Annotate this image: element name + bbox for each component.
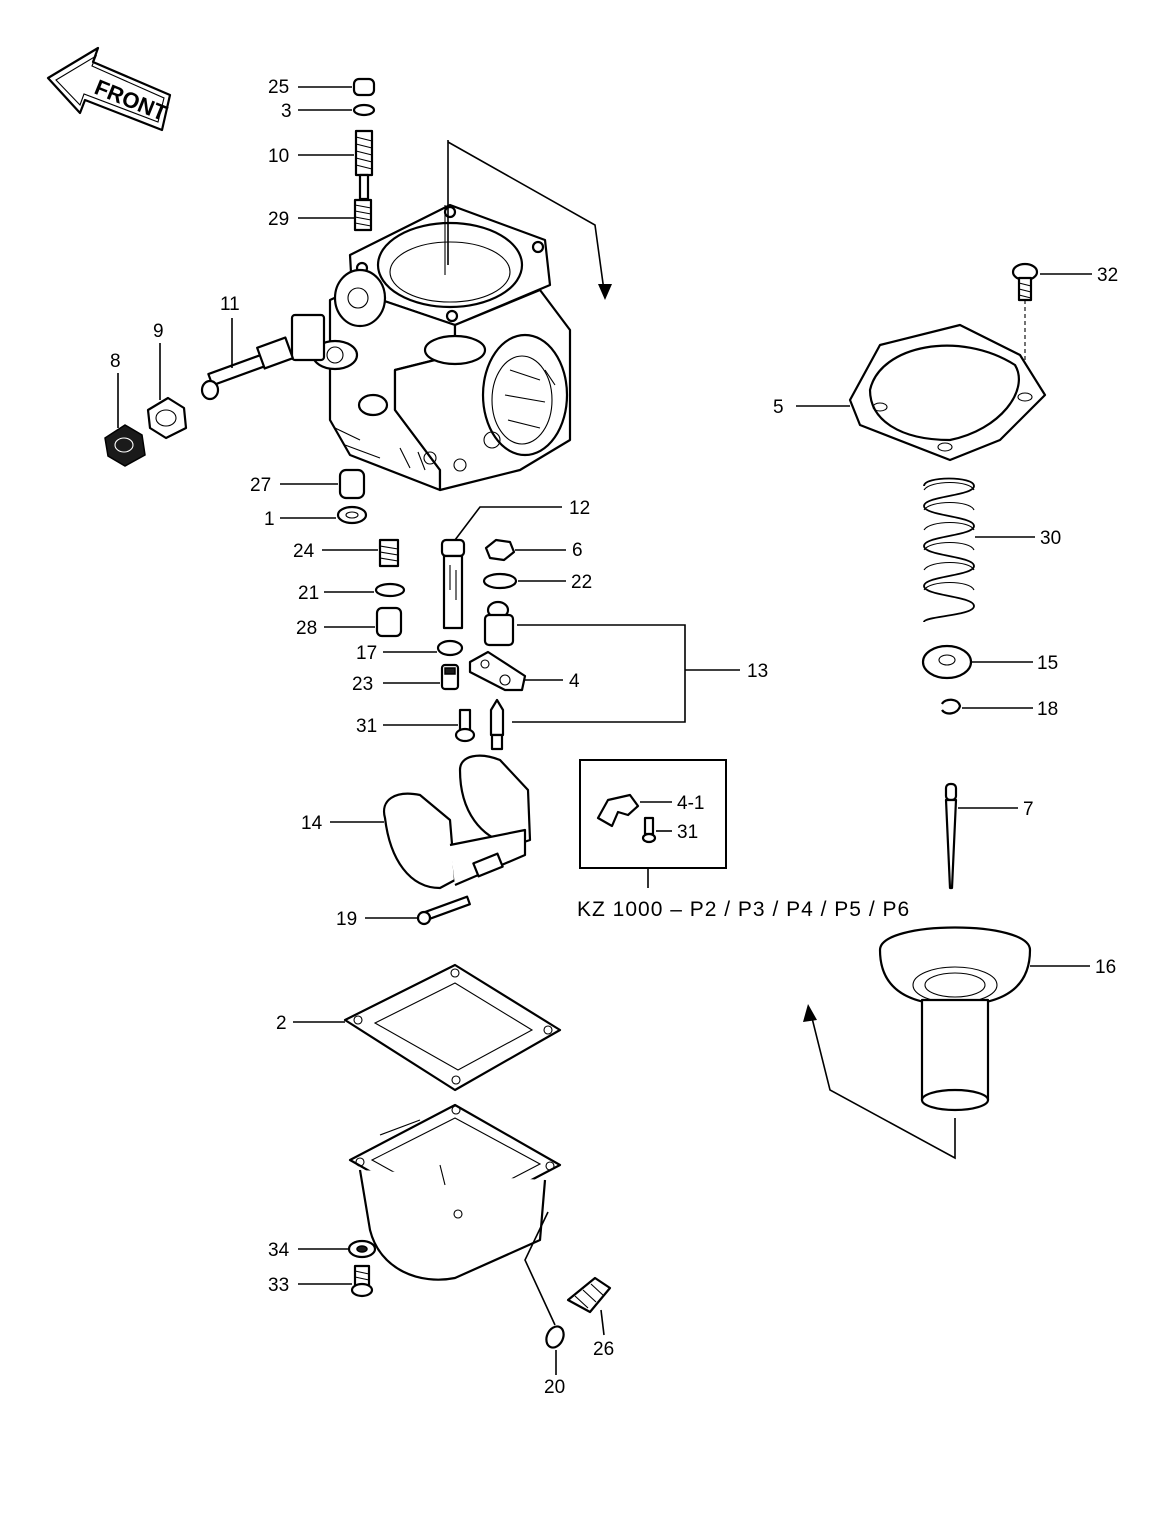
callout-17: 17 — [356, 643, 377, 664]
part-18-clip — [941, 698, 962, 715]
part-1-washer — [336, 505, 368, 525]
callout-23: 23 — [352, 674, 373, 695]
part-25-cap — [352, 77, 376, 97]
part-21-o-ring — [374, 582, 406, 598]
part-8-cap — [104, 424, 146, 467]
callout-34: 34 — [268, 1240, 290, 1261]
part-30-spring — [923, 477, 975, 623]
callout-25: 25 — [268, 77, 289, 98]
carburetor-body — [290, 203, 572, 492]
part-15-seat — [921, 644, 973, 680]
part-22-o-ring — [482, 572, 518, 590]
callout-10: 10 — [268, 146, 289, 167]
float-bowl — [348, 1103, 562, 1326]
part-4-plate — [468, 650, 527, 692]
callout-14: 14 — [301, 813, 323, 834]
part-9-nut — [146, 396, 188, 440]
callout-24: 24 — [293, 541, 315, 562]
part-27-plug — [338, 468, 366, 500]
part-5-cover — [848, 323, 1047, 462]
callout-4-1: 4-1 — [677, 793, 704, 814]
part-23-jet — [440, 663, 460, 691]
callout-33: 33 — [268, 1275, 289, 1296]
callout-28: 28 — [296, 618, 317, 639]
callout-31-main: 31 — [356, 716, 377, 737]
part-16-diaphragm — [878, 926, 1032, 1112]
part-2-gasket — [343, 963, 562, 1092]
callout-2: 2 — [276, 1013, 287, 1034]
callout-12: 12 — [569, 498, 590, 519]
callout-32: 32 — [1097, 265, 1118, 286]
callout-27: 27 — [250, 475, 271, 496]
part-6-nut — [484, 538, 516, 562]
callout-3: 3 — [281, 101, 292, 122]
front-arrow-icon: FRONT — [46, 46, 171, 132]
part-11-rod — [200, 336, 294, 401]
part-14-float — [382, 754, 532, 890]
callout-16: 16 — [1095, 957, 1116, 978]
flange-guide-arrow — [447, 140, 612, 300]
callout-7: 7 — [1023, 799, 1034, 820]
part-31-screw — [454, 708, 476, 743]
callout-4: 4 — [569, 671, 580, 692]
callout-6: 6 — [572, 540, 583, 561]
part-32-screw — [1011, 262, 1039, 390]
callout-18: 18 — [1037, 699, 1058, 720]
part-34-washer — [347, 1239, 377, 1259]
callout-22: 22 — [571, 572, 592, 593]
callout-19: 19 — [336, 909, 357, 930]
callout-20: 20 — [544, 1377, 565, 1398]
part-28-plug — [375, 606, 403, 638]
callout-8: 8 — [110, 351, 121, 372]
variant-caption: KZ 1000 – P2 / P3 / P4 / P5 / P6 — [577, 898, 910, 921]
callout-labels: 25 3 10 29 11 9 8 27 1 24 21 28 17 23 31… — [110, 77, 1118, 1398]
bracket-13 — [512, 624, 740, 723]
part-7-needle — [944, 782, 958, 890]
valve-seat — [483, 600, 515, 647]
callout-1: 1 — [264, 509, 275, 530]
part-10-screw — [354, 129, 374, 201]
part-29-spring — [353, 198, 373, 232]
callout-13: 13 — [747, 661, 768, 682]
diaphragm-guide-arrow — [803, 1004, 956, 1160]
callout-31-inset: 31 — [677, 822, 698, 843]
part-12-tube — [440, 538, 466, 630]
callout-26: 26 — [593, 1339, 614, 1360]
part-26-screw — [566, 1276, 612, 1314]
callout-29: 29 — [268, 209, 289, 230]
callout-30: 30 — [1040, 528, 1061, 549]
part-24-jet — [378, 538, 400, 568]
callout-11: 11 — [220, 294, 240, 315]
callout-15: 15 — [1037, 653, 1058, 674]
callout-21: 21 — [298, 583, 319, 604]
part-3-ring — [352, 103, 376, 117]
part-20-o-ring — [545, 1325, 565, 1349]
callout-5: 5 — [773, 397, 784, 418]
callout-9: 9 — [153, 321, 164, 342]
part-17-washer — [436, 639, 464, 657]
float-needle — [489, 698, 505, 751]
leader-lines — [117, 86, 1092, 1375]
part-33-screw — [350, 1264, 374, 1298]
variant-inset — [579, 759, 727, 888]
part-19-pin — [416, 895, 471, 926]
